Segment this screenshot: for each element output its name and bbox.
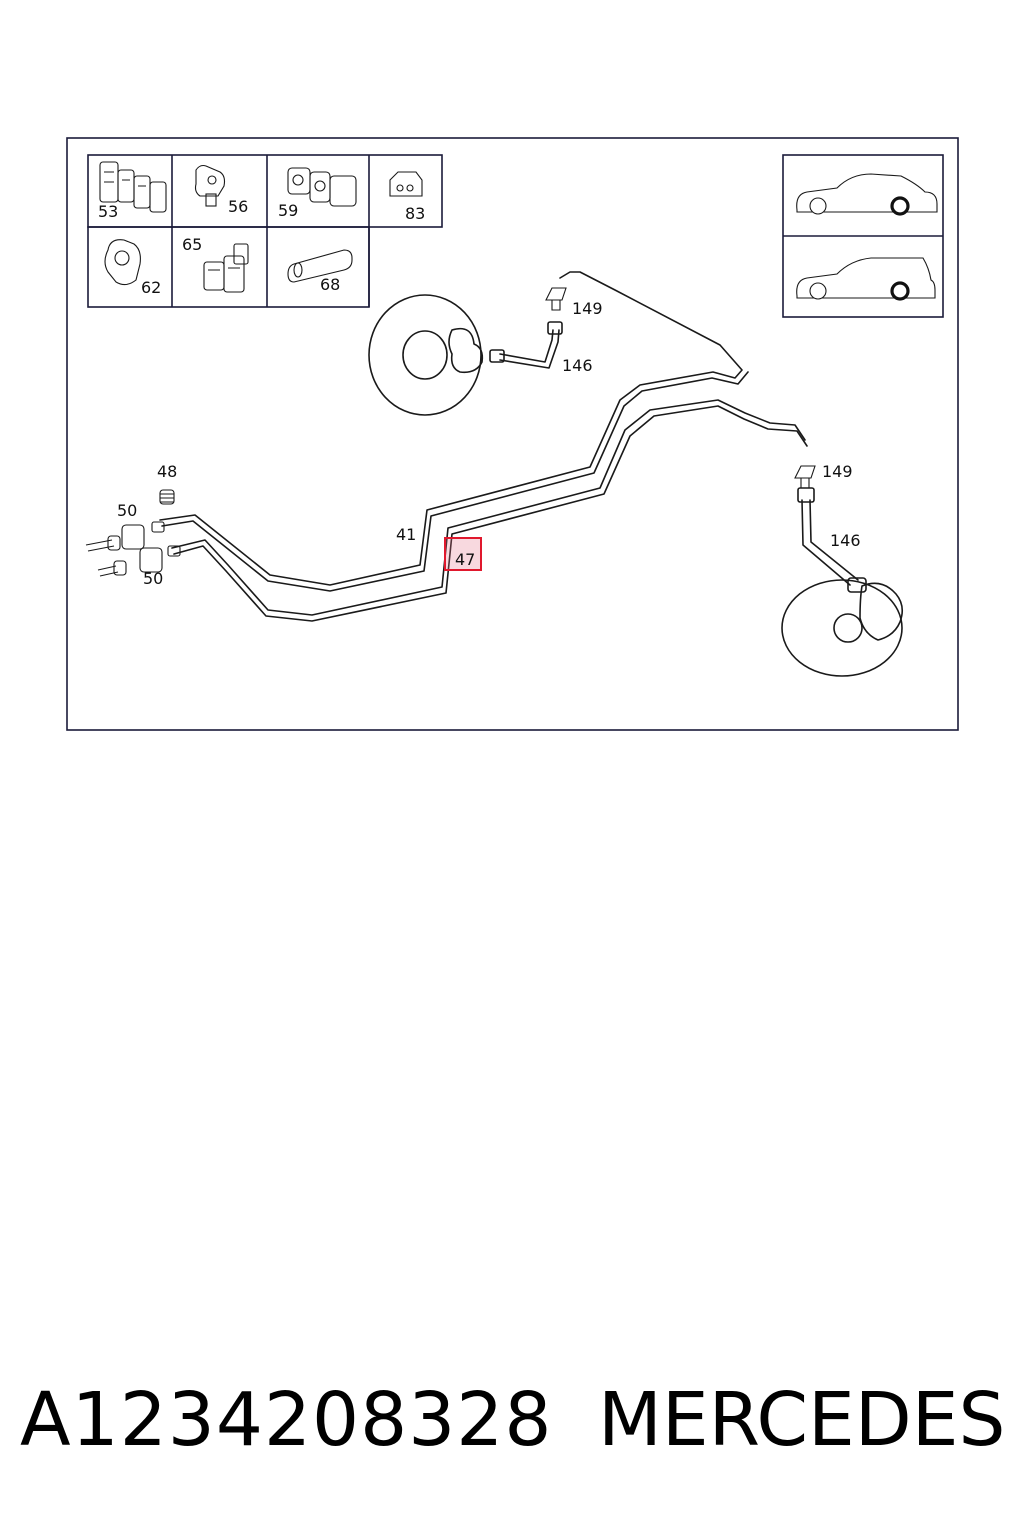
highlight-part-47 (444, 537, 482, 571)
legend-label-59: 59 (278, 201, 298, 220)
legend-label-65: 65 (182, 235, 202, 254)
label-50-top: 50 (117, 501, 137, 520)
parts-legend (87, 154, 443, 308)
diagram-frame (66, 137, 959, 731)
clip-53-icon (99, 161, 167, 213)
front-brake-disc-icon (368, 294, 484, 416)
clip-62-icon (104, 239, 141, 286)
grommet-83-icon (389, 171, 423, 197)
brand-name: MERCEDES (598, 1377, 1006, 1463)
label-146-rear: 146 (830, 531, 861, 550)
sedan-icon (796, 173, 938, 216)
legend-label-62: 62 (141, 278, 161, 297)
rear-brake-disc-icon (781, 579, 904, 677)
union-50-bottom-icon (97, 545, 181, 577)
wagon-icon (796, 257, 936, 301)
footer: A1234208328 MERCEDES (0, 1370, 1024, 1480)
label-149-rear: 149 (822, 462, 853, 481)
label-48: 48 (157, 462, 177, 481)
label-41: 41 (396, 525, 416, 544)
legend-label-53: 53 (98, 202, 118, 221)
bracket-149-rear-icon (794, 465, 816, 489)
label-47: 47 (455, 550, 475, 569)
part-number: A1234208328 (20, 1377, 553, 1463)
legend-label-68: 68 (320, 275, 340, 294)
clip-56-icon (194, 164, 226, 207)
label-146-front: 146 (562, 356, 593, 375)
bracket-149-front-icon (545, 287, 567, 311)
label-50-bottom: 50 (143, 569, 163, 588)
front-hose-146 (489, 321, 563, 369)
brake-line-41 (159, 271, 749, 592)
brake-line-diagram: 53 56 59 83 62 65 68 41 47 48 50 50 149 … (66, 137, 959, 731)
clip-59-icon (287, 167, 357, 207)
legend-label-83: 83 (405, 204, 425, 223)
fitting-48-icon (159, 489, 175, 505)
legend-label-56: 56 (228, 197, 248, 216)
vehicle-selector (782, 154, 944, 318)
label-149-front: 149 (572, 299, 603, 318)
sleeve-68-icon (287, 249, 353, 283)
union-50-top-icon (85, 521, 165, 552)
clip-65-icon (203, 243, 249, 293)
brake-line-47 (171, 399, 808, 622)
